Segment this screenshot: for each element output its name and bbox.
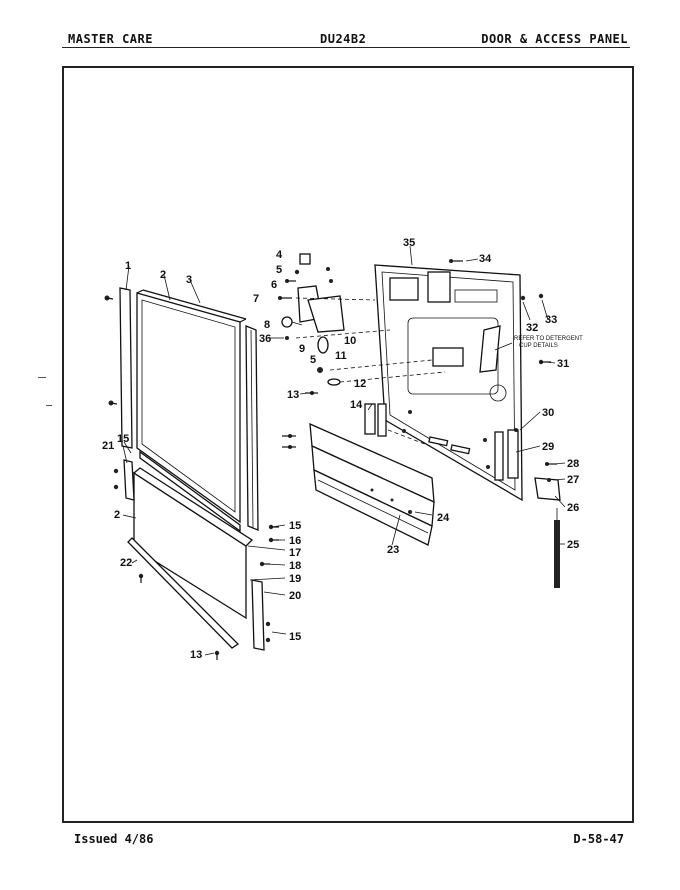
callout-9: 9 <box>299 343 305 355</box>
callout-27: 27 <box>567 474 579 486</box>
access-panel-group <box>364 259 561 502</box>
callout-13: 13 <box>287 389 299 401</box>
callout-23: 23 <box>387 544 399 556</box>
callout-26: 26 <box>567 502 579 514</box>
door-inner-panel <box>136 292 241 524</box>
callout-13b: 13 <box>190 649 202 661</box>
callout-11: 11 <box>335 350 347 362</box>
callout-12: 12 <box>354 378 366 390</box>
door-panel-group <box>119 287 265 651</box>
footer-page-code: D-58-47 <box>573 832 624 846</box>
callout-16: 16 <box>289 535 301 547</box>
header-section-title: DOOR & ACCESS PANEL <box>481 32 628 46</box>
margin-mark <box>46 405 52 406</box>
callout-4: 4 <box>276 249 283 261</box>
callout-5b: 5 <box>310 354 316 366</box>
screws-left <box>104 295 279 660</box>
callout-7: 7 <box>253 293 259 305</box>
door-hinge-left <box>123 459 135 501</box>
door-lower-strip <box>251 579 265 651</box>
callout-5: 5 <box>276 264 282 276</box>
header-model: DU24B2 <box>320 32 367 46</box>
callout-22: 22 <box>120 557 132 569</box>
callout-18: 18 <box>289 560 301 572</box>
callout-labels: 1 2 3 4 5 6 7 8 36 9 10 5 11 12 13 14 21… <box>102 237 579 661</box>
note-line-2: CUP DETAILS <box>519 343 558 349</box>
callout-2b: 2 <box>114 509 120 521</box>
callout-30: 30 <box>542 407 554 419</box>
callout-25: 25 <box>567 539 579 551</box>
alignment-lines <box>295 297 446 447</box>
lower-access-panel <box>282 422 435 546</box>
callout-6: 6 <box>271 279 277 291</box>
latch-parts <box>278 253 345 395</box>
callout-14: 14 <box>350 399 363 411</box>
callout-15c: 15 <box>289 631 301 643</box>
callout-29: 29 <box>542 441 554 453</box>
callout-33: 33 <box>545 314 557 326</box>
callout-1: 1 <box>125 260 131 272</box>
callout-15b: 15 <box>289 520 301 532</box>
callout-17: 17 <box>289 547 301 559</box>
callout-24: 24 <box>437 512 450 524</box>
callout-28: 28 <box>567 458 579 470</box>
callout-19: 19 <box>289 573 301 585</box>
callout-36: 36 <box>259 333 271 345</box>
detergent-cup-note: REFER TO DETERGENT CUP DETAILS <box>514 336 583 349</box>
callout-20: 20 <box>289 590 301 602</box>
callout-31: 31 <box>557 358 569 370</box>
diagram-frame <box>62 66 634 823</box>
door-lower-trim <box>127 537 240 649</box>
door-side-strip-left <box>119 287 133 449</box>
callout-21: 21 <box>102 440 114 452</box>
callout-10: 10 <box>344 335 356 347</box>
door-spring <box>554 508 560 588</box>
footer-issued-date: Issued 4/86 <box>74 832 154 846</box>
header-rule <box>62 47 630 48</box>
margin-mark <box>38 377 46 378</box>
leader-lines <box>122 245 566 656</box>
callout-35: 35 <box>403 237 415 249</box>
callout-2: 2 <box>160 269 166 281</box>
callout-32: 32 <box>526 322 538 334</box>
header-brand: MASTER CARE <box>68 32 153 46</box>
callout-8: 8 <box>264 319 270 331</box>
note-line-1: REFER TO DETERGENT <box>514 336 583 342</box>
callout-15a: 15 <box>117 433 129 445</box>
callout-3: 3 <box>186 274 192 286</box>
callout-34: 34 <box>479 253 492 265</box>
